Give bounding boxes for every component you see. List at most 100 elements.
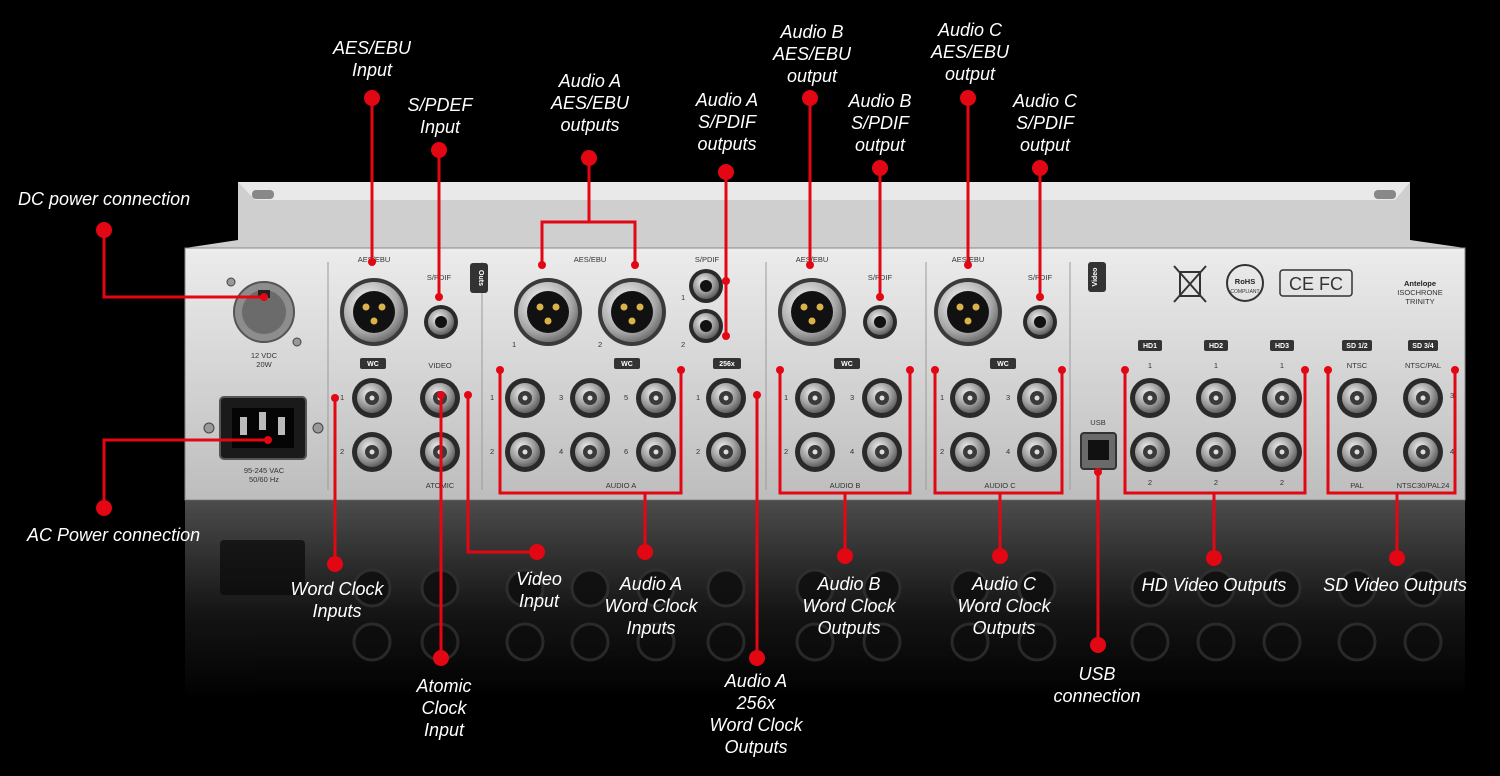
audio-c-wc-leader-line xyxy=(933,370,1002,556)
b-wc1-number: 1 xyxy=(784,393,788,402)
wc-in-2-bnc-connector[interactable] xyxy=(352,432,392,472)
a-256x-1-bnc-connector[interactable] xyxy=(706,378,746,418)
video-badge-text: Video xyxy=(1092,268,1099,287)
audio-a-wc-callout-line1: Audio A xyxy=(619,574,682,594)
hd3-out-2-bnc-connector[interactable] xyxy=(1262,432,1302,472)
c-wc-2-bnc-connector[interactable] xyxy=(950,432,990,472)
callout-dot-15 xyxy=(837,548,853,564)
connectors xyxy=(340,269,1443,472)
hd1-out-2-bnc-connector[interactable] xyxy=(1130,432,1170,472)
a-wc4-number: 4 xyxy=(559,447,563,456)
audio-b-spdif-callout-line2: S/PDIF xyxy=(851,113,910,133)
audio-video-badge xyxy=(1088,262,1106,292)
a-wc-6-bnc-connector[interactable] xyxy=(636,432,676,472)
ntsc-pal-label: NTSC/PAL xyxy=(1405,361,1441,370)
callout-dot-6 xyxy=(802,90,818,106)
leader-end-dot-14 xyxy=(464,391,472,399)
callout-dot-19 xyxy=(1389,550,1405,566)
a-wc-4-bnc-connector[interactable] xyxy=(570,432,610,472)
leader-end-dot-25 xyxy=(1324,366,1332,374)
ntsc-label: NTSC xyxy=(1347,361,1368,370)
audio-a-spdif-callout-line2: S/PDIF xyxy=(698,112,757,132)
leader-end-dot-3 xyxy=(435,293,443,301)
hd1-out-1-bnc-connector[interactable] xyxy=(1130,378,1170,418)
leader-end-dot-17 xyxy=(753,391,761,399)
audio-a-aes-1-xlr-connector[interactable] xyxy=(514,278,582,346)
leader-end-dot-21 xyxy=(1058,366,1066,374)
rohs-sub-text: COMPLIANT xyxy=(1230,289,1259,295)
audio-b-aes-xlr-connector[interactable] xyxy=(778,278,846,346)
sd-ntsc30-bnc-connector[interactable] xyxy=(1403,432,1443,472)
usb-port[interactable] xyxy=(1080,432,1117,470)
sd-ntsc-bnc-connector[interactable] xyxy=(1337,378,1377,418)
sd-pal-reflection xyxy=(1337,568,1377,608)
audio-b-wc-leader-line-1 xyxy=(845,370,912,495)
audio-b-spdif-callout-line3: output xyxy=(855,135,906,155)
audio-a-section-label: AUDIO A xyxy=(606,481,636,490)
audio-b-spdif-callout-line1: Audio B xyxy=(847,91,911,111)
b-wc-3-bnc-connector[interactable] xyxy=(862,378,902,418)
ce-fc-text: CE FC xyxy=(1289,274,1343,294)
audio-a-aes-2-xlr-connector[interactable] xyxy=(598,278,666,346)
sd-ntsc-pal-bnc-connector[interactable] xyxy=(1403,378,1443,418)
a-256x-2-bnc-connector[interactable] xyxy=(706,432,746,472)
audio-c-wc-tag: WC xyxy=(997,361,1009,368)
b-wc-4-bnc-connector[interactable] xyxy=(862,432,902,472)
hd3-out-1-reflection xyxy=(1262,622,1302,662)
brand-name: Antelope xyxy=(1404,279,1436,288)
c-wc-4-bnc-connector[interactable] xyxy=(1017,432,1057,472)
audio-a-aes-callout-line2: AES/EBU xyxy=(550,93,630,113)
spdif-in-callout-line2: Input xyxy=(420,117,461,137)
leader-end-dot-8 xyxy=(806,261,814,269)
audio-c-wc-callout-line3: Outputs xyxy=(972,618,1035,638)
wc-in-1-bnc-connector[interactable] xyxy=(352,378,392,418)
audio-a-spdif-2-rca-jack[interactable] xyxy=(689,309,723,343)
a-wc-2-bnc-connector[interactable] xyxy=(505,432,545,472)
usb-label: USB xyxy=(1090,418,1105,427)
audio-c-aes-callout-line1: Audio C xyxy=(937,20,1003,40)
sd-ntsc30-reflection xyxy=(1403,568,1443,608)
ac-rating-line1: 95-245 VAC xyxy=(244,466,285,475)
a-wc2-number: 2 xyxy=(490,447,494,456)
b-wc3-number: 3 xyxy=(850,393,854,402)
c-wc-3-bnc-connector[interactable] xyxy=(1017,378,1057,418)
rohs-text: RoHS xyxy=(1235,277,1255,286)
audio-c-aes-xlr-connector[interactable] xyxy=(934,278,1002,346)
c-wc-1-bnc-connector[interactable] xyxy=(950,378,990,418)
aes-in-xlr-connector[interactable] xyxy=(340,278,408,346)
sd34-tag: SD 3/4 xyxy=(1412,343,1434,350)
hd-video-leader-line xyxy=(1123,370,1216,558)
audio-a-spdif-callout-line3: outputs xyxy=(697,134,756,154)
hd2-out-2-bnc-connector[interactable] xyxy=(1196,432,1236,472)
b-wc-1-bnc-connector[interactable] xyxy=(795,378,835,418)
callout-dot-13 xyxy=(637,544,653,560)
callout-dot-11 xyxy=(433,650,449,666)
a-wc-1-bnc-connector[interactable] xyxy=(505,378,545,418)
audio-b-spdif-rca-jack[interactable] xyxy=(863,305,897,339)
audio-a-spdif-callout-line1: Audio A xyxy=(695,90,758,110)
c-wc-1-reflection xyxy=(950,622,990,662)
sd-pal-bnc-connector[interactable] xyxy=(1337,432,1377,472)
audio-c-spdif-rca-jack[interactable] xyxy=(1023,305,1057,339)
audio-a-wc-tag: WC xyxy=(621,361,633,368)
hd3-out-1-bnc-connector[interactable] xyxy=(1262,378,1302,418)
spdif-in-rca-jack[interactable] xyxy=(424,305,458,339)
sd-video-callout: SD Video Outputs xyxy=(1323,575,1467,595)
leader-end-dot-22 xyxy=(1094,468,1102,476)
audio-a-aes2-number: 2 xyxy=(598,340,602,349)
audio-a-wc-leader-line xyxy=(498,370,647,552)
a-wc-3-bnc-connector[interactable] xyxy=(570,378,610,418)
a-wc-5-bnc-connector[interactable] xyxy=(636,378,676,418)
c-wc-2-reflection xyxy=(950,568,990,608)
audio-b-aes-callout-line1: Audio B xyxy=(779,22,843,42)
audio-a-spdif-1-rca-jack[interactable] xyxy=(689,269,723,303)
hd2-out-1-bnc-connector[interactable] xyxy=(1196,378,1236,418)
leader-end-dot-19 xyxy=(906,366,914,374)
video-section-labels: Video USB HD1 HD2 HD3 SD 1/2 SD 3/4 1 1 … xyxy=(1088,262,1454,490)
video-in-label: VIDEO xyxy=(428,361,452,370)
b-wc-2-bnc-connector[interactable] xyxy=(795,432,835,472)
ce-fc-badge xyxy=(1279,269,1353,297)
callout-dot-3 xyxy=(431,142,447,158)
pal-label: PAL xyxy=(1350,481,1364,490)
